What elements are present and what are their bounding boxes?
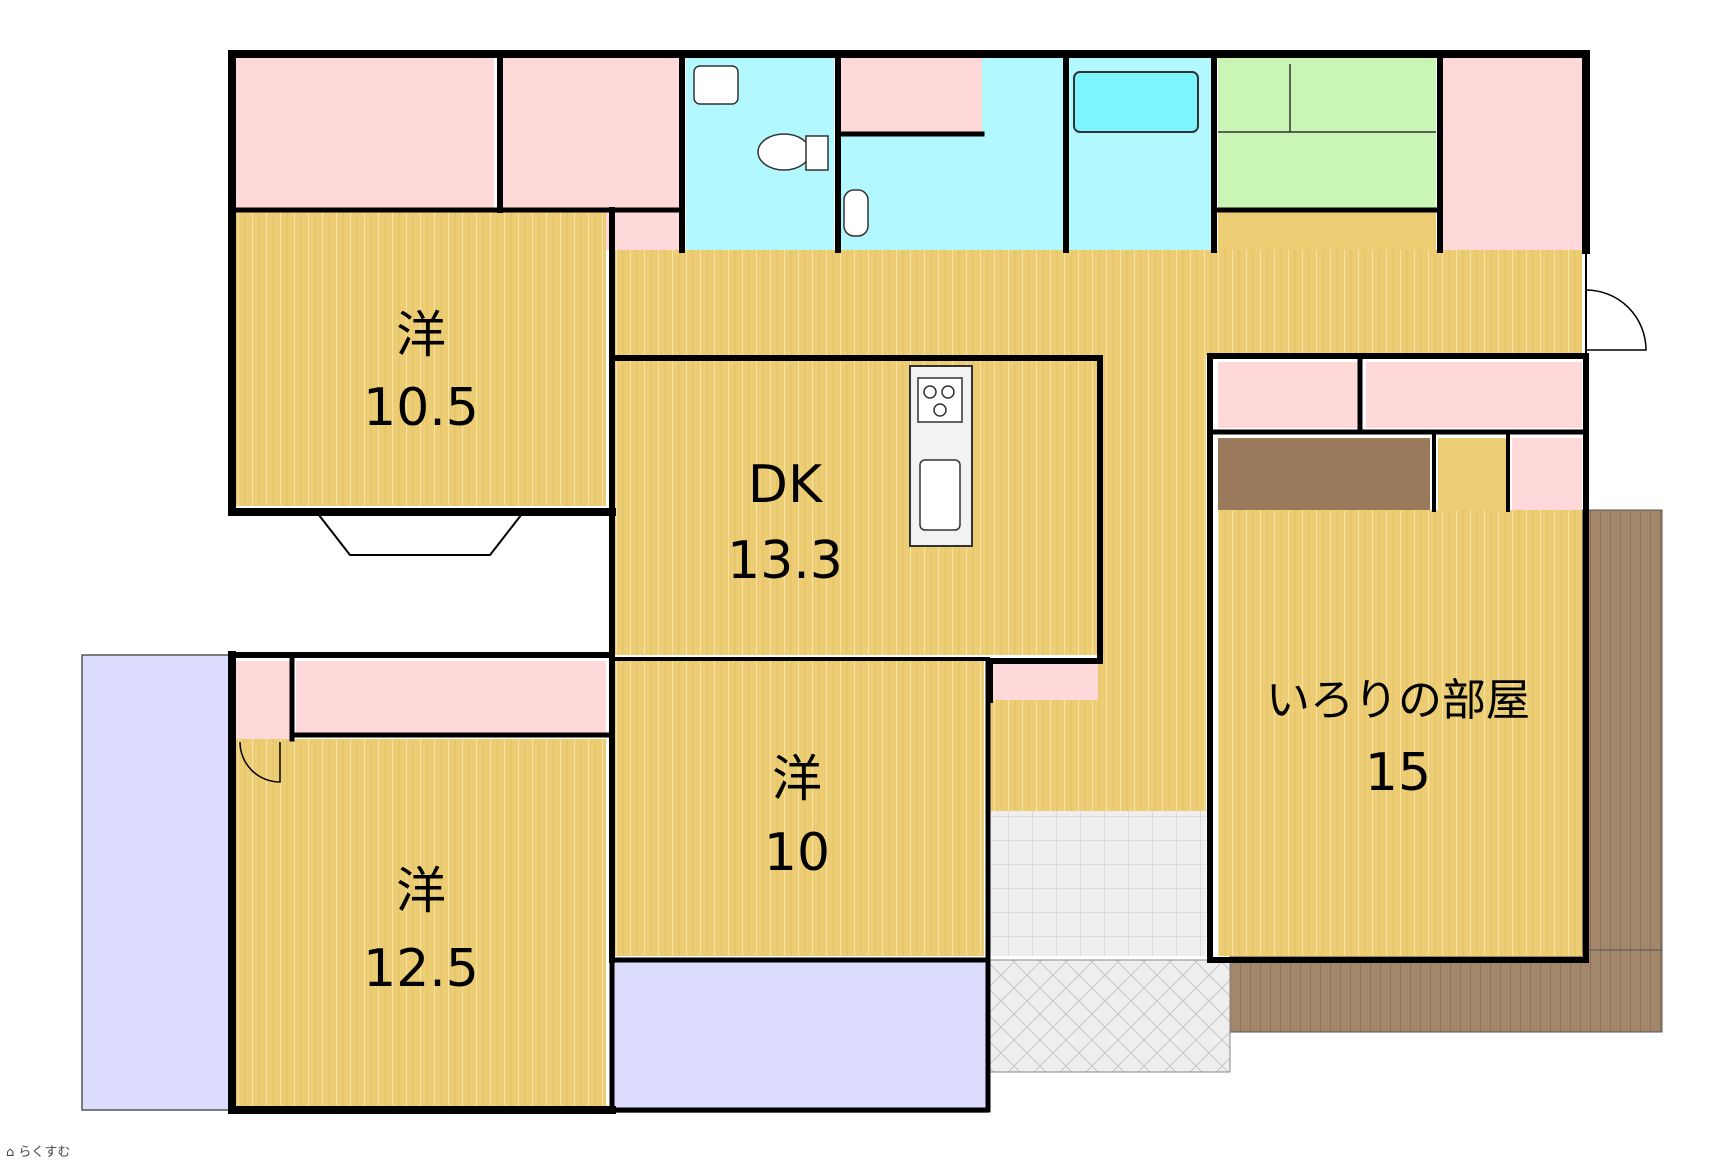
closet-right-2 xyxy=(1366,362,1582,428)
tatami-room xyxy=(1218,58,1436,210)
room-name-irori: いろりの部屋 xyxy=(1266,675,1530,726)
closet-right-1 xyxy=(1218,362,1358,428)
stove-burner xyxy=(933,403,947,417)
irori-room xyxy=(1218,510,1582,956)
room-name-western-10-5: 洋 xyxy=(396,306,446,364)
room-size-western-12-5: 12.5 xyxy=(363,939,479,999)
left-veranda xyxy=(81,654,233,1111)
bathtub xyxy=(1073,71,1199,133)
closet-under-dk xyxy=(990,661,1098,700)
closet-long xyxy=(296,661,606,735)
urinal xyxy=(843,189,869,237)
brand-text: らくすむ xyxy=(18,1145,71,1160)
room-size-irori: 15 xyxy=(1365,743,1431,803)
entrance-porch xyxy=(989,959,1231,1073)
logo-icon: ⌂ xyxy=(6,1145,15,1160)
bottom-veranda xyxy=(611,959,988,1113)
walls xyxy=(228,50,1590,1114)
washroom xyxy=(840,136,1064,250)
western-room-10 xyxy=(612,661,984,956)
stove xyxy=(917,377,963,423)
tatami-tokonoma xyxy=(1218,210,1436,250)
room-size-western-10-5: 10.5 xyxy=(363,378,479,438)
stove-burner xyxy=(923,385,937,399)
toilet-bowl xyxy=(757,133,811,171)
room-name-western-10: 洋 xyxy=(772,750,822,808)
room-name-western-12-5: 洋 xyxy=(396,862,446,920)
room-name-dk: DK xyxy=(748,455,824,515)
staircase xyxy=(1218,438,1430,510)
closet-top-left-1 xyxy=(236,58,494,208)
dining-kitchen xyxy=(612,360,1098,655)
brand-mark: ⌂ らくすむ xyxy=(6,1141,70,1160)
corridor xyxy=(612,250,1582,356)
stove-burner xyxy=(941,385,955,399)
wood-deck-bottom xyxy=(1229,949,1663,1033)
sink xyxy=(919,459,961,531)
bay-window xyxy=(312,509,528,556)
closet-stair-1 xyxy=(1438,438,1506,510)
hand-basin xyxy=(693,65,739,105)
washroom-upper xyxy=(982,58,1064,138)
entrance-hall xyxy=(990,811,1206,956)
storage-top-middle xyxy=(840,58,982,136)
toilet-tank xyxy=(805,135,829,171)
room-size-dk: 13.3 xyxy=(727,531,843,591)
entry-door-swing xyxy=(1585,289,1647,351)
closet-top-right xyxy=(1442,58,1582,250)
western-room-12-5 xyxy=(236,739,606,1106)
closet-small xyxy=(606,212,680,250)
western-room-10-5 xyxy=(236,212,606,506)
room-size-western-10: 10 xyxy=(764,823,830,883)
closet-top-left-2 xyxy=(500,58,680,208)
hallway-lower xyxy=(990,700,1206,811)
closet-small-2 xyxy=(236,661,292,739)
room-door-swing xyxy=(239,741,281,783)
wood-deck xyxy=(1581,509,1663,1011)
closet-stair-2 xyxy=(1512,438,1582,510)
